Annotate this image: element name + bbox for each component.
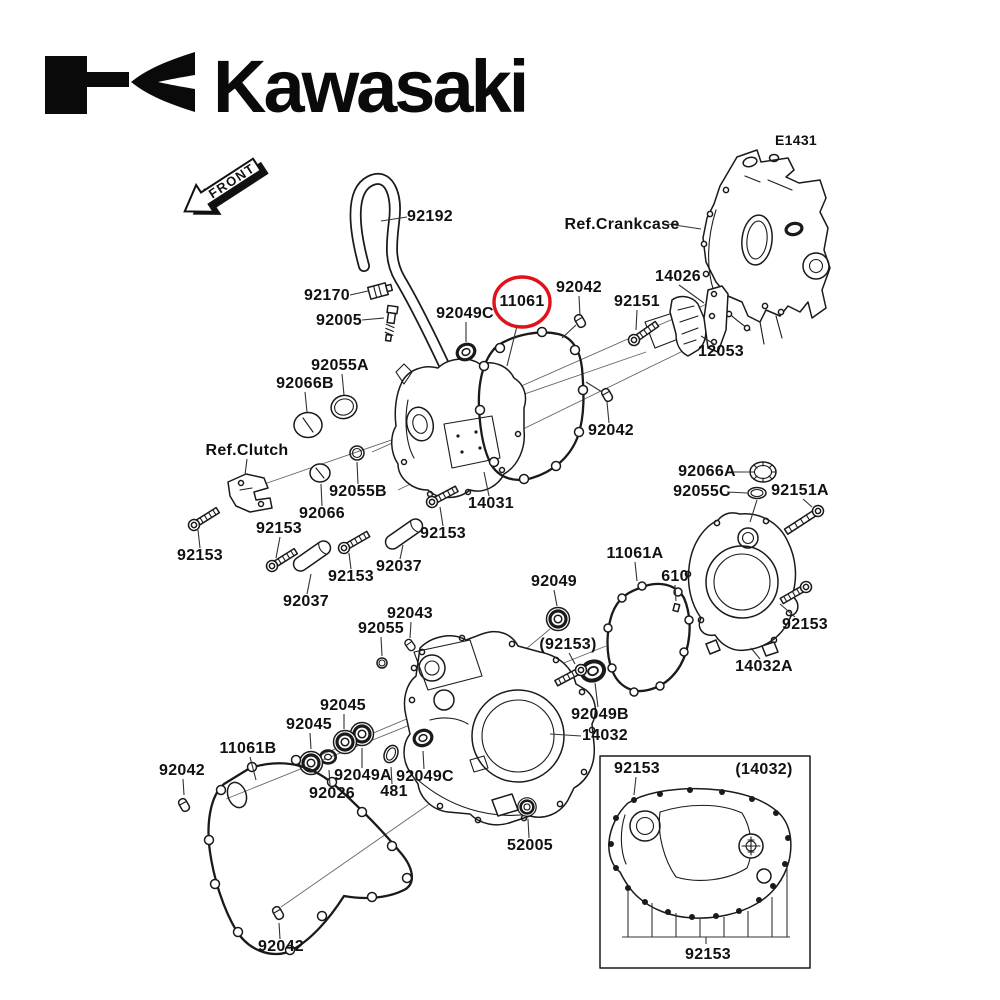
callout-92042-left: 92042 [159, 762, 205, 779]
pin-610-drawing [672, 602, 681, 613]
leader-lines [182, 216, 813, 940]
kawasaki-flag-icon [45, 52, 195, 114]
callout-92037-b: 92037 [376, 558, 422, 575]
callout-92049C-upper: 92049C [436, 305, 494, 322]
highlight-circle [492, 275, 552, 329]
clamp-drawing [367, 282, 394, 300]
callout-92192: 92192 [407, 208, 453, 225]
callout-92151: 92151 [614, 293, 660, 310]
callout-92066B: 92066B [276, 375, 334, 392]
callout-92066: 92066 [299, 505, 345, 522]
callout-14032: 14032 [582, 727, 628, 744]
callout-92049: 92049 [531, 573, 577, 590]
front-arrow: FRONT [183, 157, 269, 215]
bolt-92151-drawing [625, 318, 661, 349]
callout-92153-d: 92153 [420, 525, 466, 542]
inset-cover-ref: (14032) [735, 761, 793, 778]
callout-92049A: 92049A [334, 767, 392, 784]
inset-callout-92153-bottom: 92153 [685, 946, 731, 963]
callout-14032A: 14032A [735, 658, 793, 675]
callout-92170: 92170 [304, 287, 350, 304]
callout-92153-c: 92153 [328, 568, 374, 585]
ref-crankcase-label: Ref.Crankcase [564, 216, 680, 233]
callout-92045-b: 92045 [286, 716, 332, 733]
bearing-seal-row [297, 605, 609, 818]
inset-bolt-dots [608, 787, 791, 920]
inset-callout-92153-top: 92153 [614, 760, 660, 777]
callout-610: 610 [661, 568, 689, 585]
breather-hose-drawing [349, 173, 452, 375]
callout-92055B: 92055B [329, 483, 387, 500]
callout-14031: 14031 [468, 495, 514, 512]
kawasaki-logo: Kawasaki [45, 45, 529, 128]
callout-52005: 52005 [507, 837, 553, 854]
callout-11061B: 11061B [219, 740, 277, 757]
callout-92045-a: 92045 [320, 697, 366, 714]
callout-92055C: 92055C [673, 483, 731, 500]
chain-guide-drawing [644, 285, 729, 357]
callout-92037-a: 92037 [283, 593, 329, 610]
callout-11061-highlighted: 11061 [499, 293, 545, 310]
callout-92153-e: 92153 [782, 616, 828, 633]
inset-box [599, 755, 811, 969]
cover-14032A-drawing [684, 512, 799, 657]
callout-92042-upper: 92042 [556, 279, 602, 296]
callout-11061A: 11061A [606, 545, 664, 562]
crankcase-drawing [700, 149, 831, 345]
callout-92151A: 92151A [771, 482, 829, 499]
callout-92153-a: 92153 [177, 547, 223, 564]
callout-92153-b: 92153 [256, 520, 302, 537]
callout-92055A: 92055A [311, 357, 369, 374]
cover-14032-drawing [403, 630, 597, 826]
callout-92055: 92055 [358, 620, 404, 637]
callout-92066A: 92066A [678, 463, 736, 480]
callout-92005: 92005 [316, 312, 362, 329]
gasket-11061-drawing [474, 326, 589, 485]
diagram-code: E1431 [775, 132, 817, 148]
callout-92043: 92043 [387, 605, 433, 622]
small-parts-top [293, 312, 615, 483]
callout-92026: 92026 [309, 785, 355, 802]
callout-92049C-lower: 92049C [396, 768, 454, 785]
callout-92153-paren: (92153) [539, 636, 597, 653]
ref-clutch-label: Ref.Clutch [205, 442, 289, 459]
callout-12053: 12053 [698, 343, 744, 360]
oil-cap-92066A-drawing [747, 461, 777, 523]
callout-92049B: 92049B [571, 706, 629, 723]
callout-92042-bottom: 92042 [258, 938, 304, 955]
kawasaki-wordmark: Kawasaki [213, 45, 529, 128]
callout-92042-mid: 92042 [588, 422, 634, 439]
clutch-cable-bracket-drawing [227, 473, 273, 513]
gasket-11061A-drawing [603, 581, 694, 697]
fitting-drawing [384, 304, 399, 342]
callout-14026: 14026 [655, 268, 701, 285]
callout-481: 481 [380, 783, 408, 800]
